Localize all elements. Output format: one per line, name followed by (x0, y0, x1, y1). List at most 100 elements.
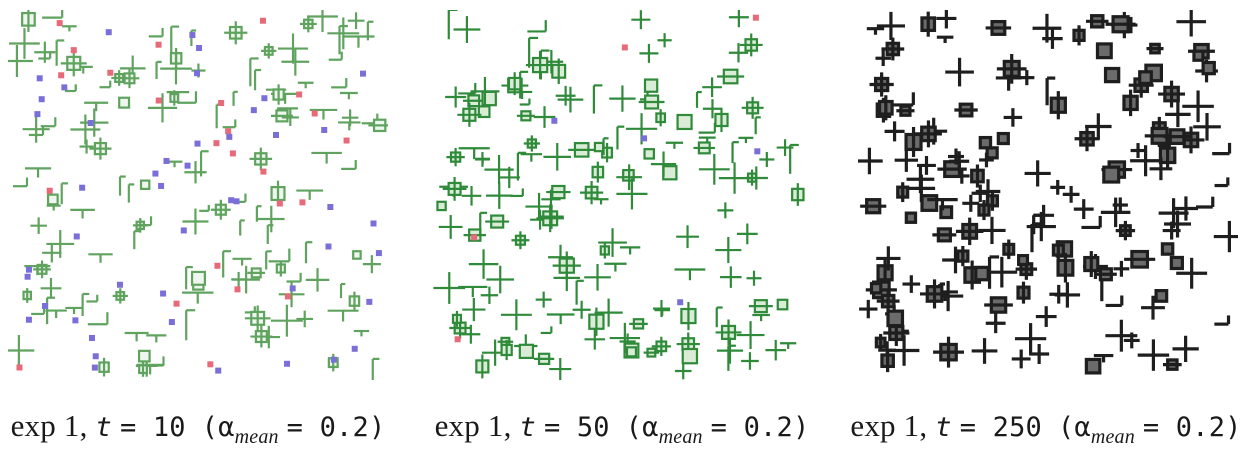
grid-glyph (1016, 281, 1031, 304)
grid-glyph (182, 208, 209, 235)
caption-t10: exp 1, t = 10 (αmean = 0.2) (0, 408, 398, 449)
grid-glyph (629, 318, 648, 330)
grid-glyph (741, 96, 764, 119)
grid-glyph (533, 106, 556, 128)
grid-glyph (736, 321, 765, 350)
grid-glyph (80, 108, 109, 137)
grid-glyph (987, 255, 1000, 289)
grid-glyph (55, 39, 65, 66)
agent-dot (226, 133, 233, 140)
grid-glyph (557, 86, 584, 113)
caption-t-value: = 50 (543, 412, 610, 443)
grid-glyph (210, 199, 231, 220)
grid-glyph (520, 153, 543, 162)
caption-alpha-sub: mean (234, 426, 279, 449)
grid-glyph (1162, 358, 1182, 371)
grid-glyph (568, 142, 596, 158)
grid-glyph (160, 52, 192, 85)
grid-glyph (985, 190, 1000, 211)
agent-dot (107, 69, 114, 76)
grid-glyph (956, 245, 970, 267)
agent-dot (370, 220, 377, 227)
agent-dot (56, 20, 63, 27)
grid-glyph (89, 137, 112, 160)
caption-exp: exp 1, (434, 408, 512, 443)
grid-glyph (616, 178, 648, 210)
agent-dot (225, 128, 232, 135)
grid-glyph (486, 182, 513, 209)
grid-glyph (1017, 254, 1030, 267)
grid-glyph (776, 298, 789, 311)
grid-glyph (1158, 140, 1177, 170)
agent-dot (194, 70, 201, 77)
grid-glyph (933, 336, 964, 368)
agent-dot (24, 273, 31, 280)
grid-glyph (736, 223, 758, 245)
caption-t-var: t (935, 412, 952, 443)
caption-exp: exp 1, (10, 408, 88, 443)
agent-dot (87, 120, 94, 127)
grid-glyph (619, 246, 641, 255)
grid-glyph (693, 141, 716, 155)
grid-glyph (453, 16, 481, 43)
grid-glyph (860, 198, 887, 215)
grid-glyph (657, 33, 672, 48)
agent-dot (366, 298, 373, 305)
caption-exp: exp 1, (850, 408, 928, 443)
grid-glyph (215, 103, 224, 129)
grid-glyph (24, 265, 51, 276)
grid-glyph (353, 329, 370, 337)
agent-dot (180, 227, 187, 234)
grid-glyph (971, 338, 998, 364)
agent-dot (215, 367, 222, 374)
grid-glyph (1138, 70, 1153, 85)
grid-glyph (1112, 197, 1128, 213)
caption-t250: exp 1, t = 250 (αmean = 0.2) (846, 408, 1246, 449)
grid-glyph (277, 33, 309, 64)
grid-glyph (1019, 70, 1035, 86)
grid-glyph (24, 167, 52, 178)
grid-glyph (261, 43, 277, 59)
grid-glyph (519, 98, 531, 106)
grid-glyph (1192, 49, 1205, 62)
grid-glyph (676, 113, 693, 131)
agent-dot (25, 316, 32, 323)
grid-glyph (759, 151, 775, 168)
agent-dot (34, 111, 41, 118)
grid-glyph (461, 324, 481, 344)
grid-glyph (127, 183, 135, 203)
agent-dot (621, 44, 628, 51)
grid-glyph (1105, 319, 1138, 352)
simulation-grid-t10 (8, 10, 388, 380)
grid-glyph (1212, 142, 1232, 156)
grid-glyph (1176, 10, 1206, 37)
grid-glyph (447, 10, 458, 40)
grid-glyph (748, 299, 773, 314)
panel-t10 (8, 10, 388, 380)
agent-dot (325, 243, 332, 250)
grid-glyph (859, 299, 878, 319)
grid-glyph (275, 260, 286, 277)
agent-dot (289, 285, 296, 292)
agent-dot (38, 96, 45, 103)
grid-glyph (177, 91, 198, 104)
grid-glyph (1095, 42, 1113, 60)
grid-glyph (927, 198, 958, 211)
grid-glyph (591, 161, 605, 183)
agent-dot (158, 182, 165, 189)
agent-dot (213, 140, 220, 147)
grid-glyph (858, 147, 883, 175)
grid-glyph (920, 11, 937, 37)
grid-glyph (525, 192, 553, 221)
caption-alpha: (α (201, 412, 235, 443)
grid-glyph (715, 319, 742, 346)
caption-alpha-value: = 0.2) (286, 412, 386, 443)
agent-dot (194, 140, 201, 147)
agent-dot (233, 198, 240, 205)
grid-glyph (1011, 349, 1031, 369)
grid-glyph (222, 250, 232, 278)
grid-glyph (728, 10, 749, 28)
grid-glyph (698, 153, 730, 185)
grid-glyph (650, 151, 677, 177)
grid-glyph (485, 214, 510, 229)
